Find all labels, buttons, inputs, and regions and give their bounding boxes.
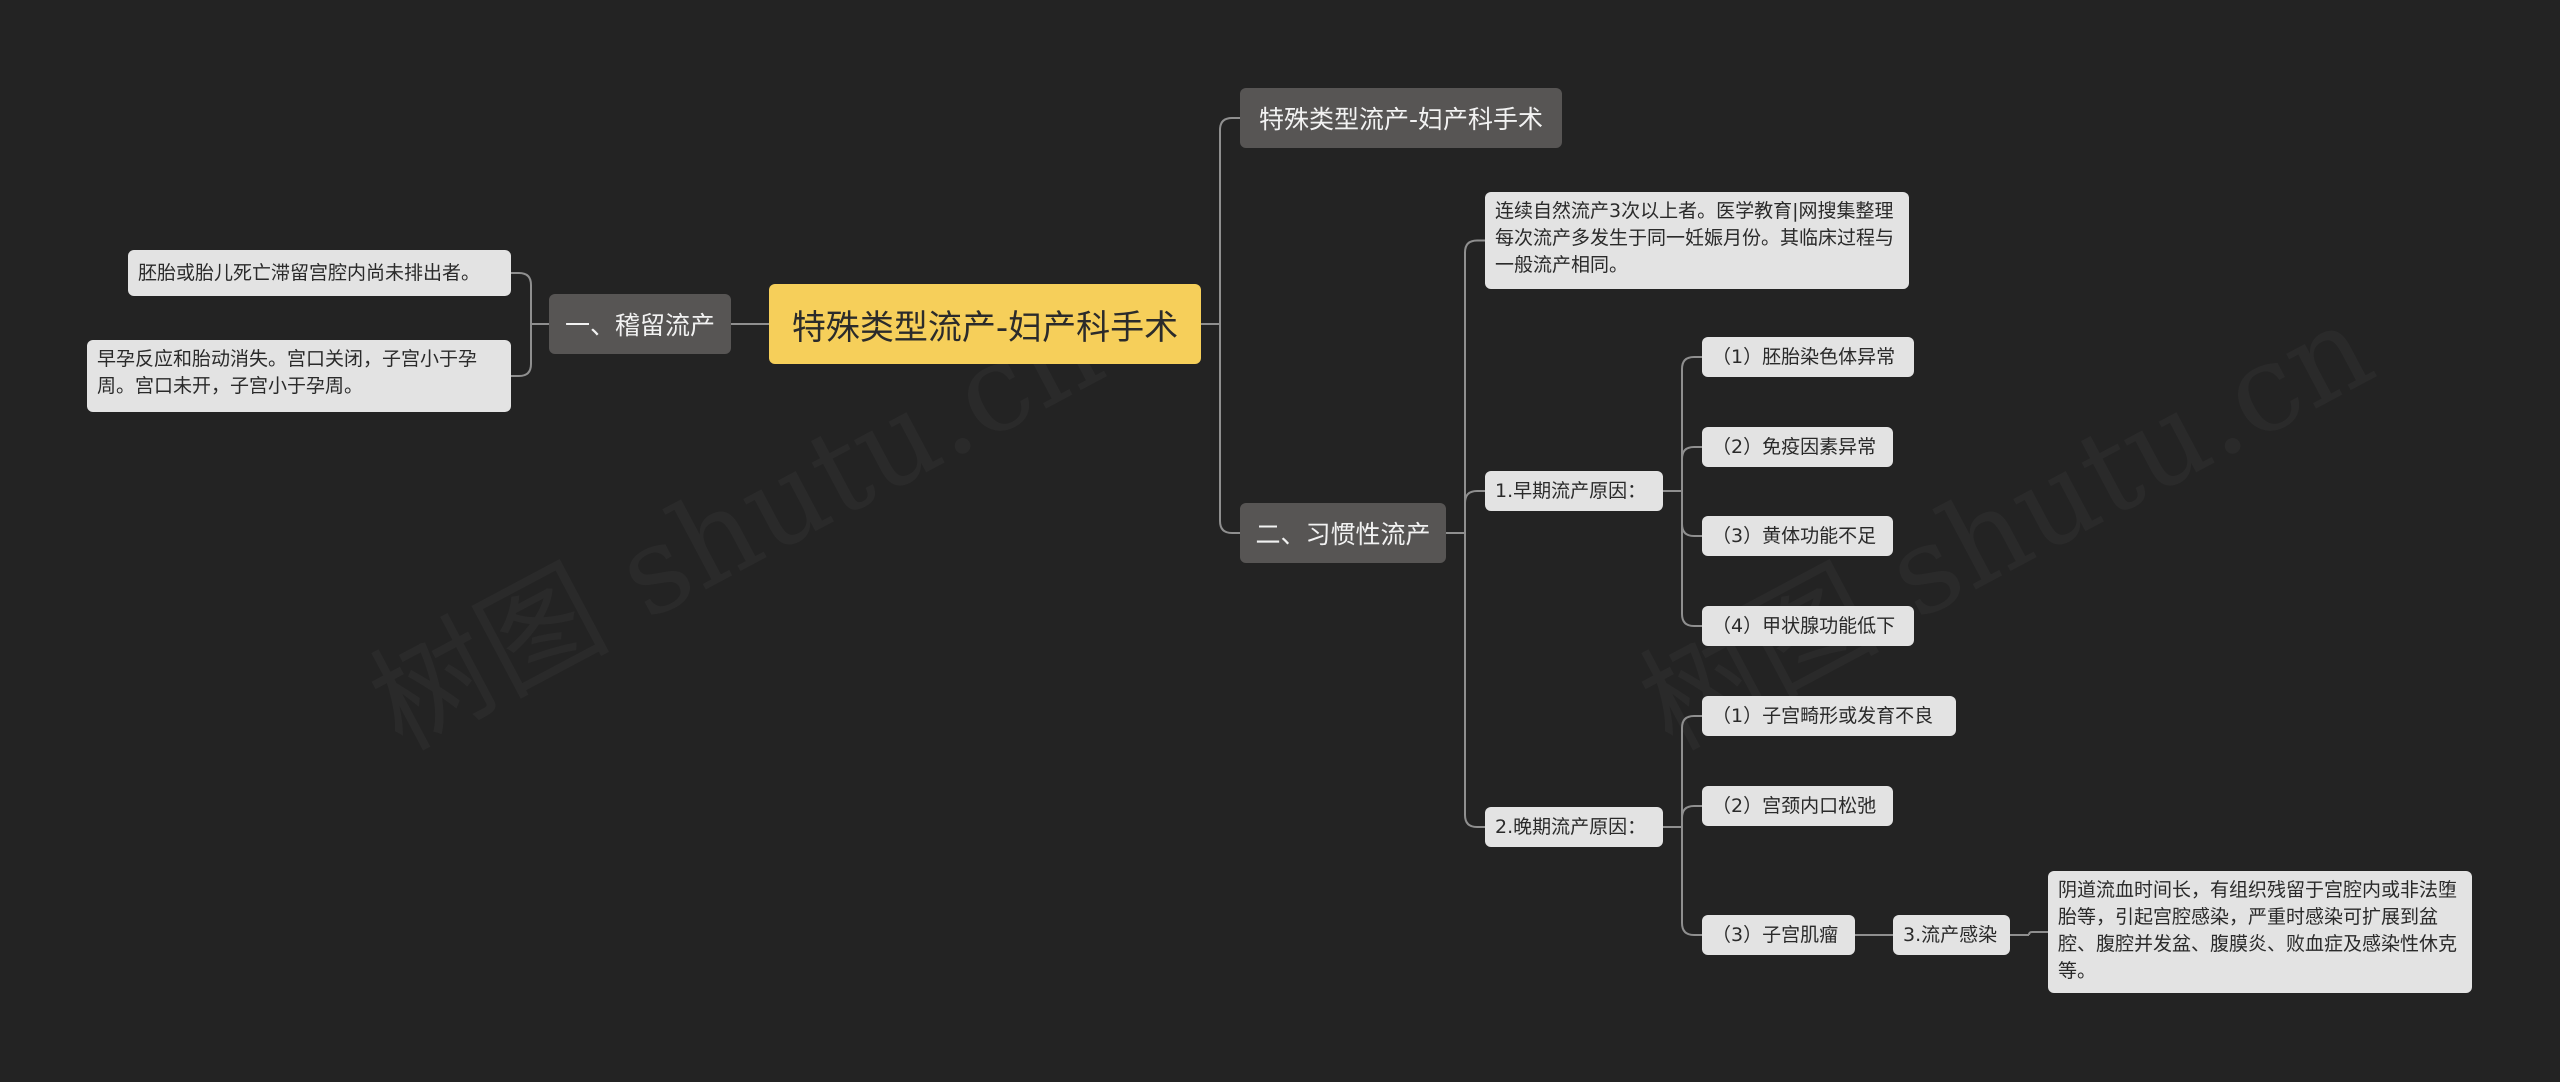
missed-abortion-signs[interactable]: 早孕反应和胎动消失。宫口关闭，子宫小于孕周。宫口未开，子宫小于孕周。 bbox=[87, 340, 511, 412]
cause-uterine-malformation[interactable]: （1）子宫畸形或发育不良 bbox=[1702, 696, 1956, 736]
root-right-link bbox=[1219, 324, 1240, 534]
early-link bbox=[1681, 491, 1702, 627]
root-right-link bbox=[1219, 117, 1240, 324]
left-items-link bbox=[511, 272, 532, 324]
missed-abortion-definition[interactable]: 胚胎或胎儿死亡滞留宫腔内尚未排出者。 bbox=[128, 250, 511, 296]
early-link bbox=[1681, 491, 1702, 537]
late-link bbox=[1681, 827, 1702, 936]
branch-special-abortion[interactable]: 特殊类型流产-妇产科手术 bbox=[1240, 88, 1562, 148]
habitual-link bbox=[1464, 239, 1485, 533]
early-link bbox=[1681, 446, 1702, 491]
habitual-link bbox=[1464, 533, 1485, 828]
early-abortion-causes[interactable]: 1.早期流产原因： bbox=[1485, 471, 1663, 511]
early-link bbox=[1681, 356, 1702, 491]
abortion-infection[interactable]: 3.流产感染 bbox=[1893, 915, 2010, 955]
late-abortion-causes[interactable]: 2.晚期流产原因： bbox=[1485, 807, 1663, 847]
root-topic[interactable]: 特殊类型流产-妇产科手术 bbox=[769, 284, 1201, 364]
late-link bbox=[1681, 805, 1702, 827]
cause-thyroid[interactable]: （4）甲状腺功能低下 bbox=[1702, 606, 1914, 646]
habitual-abortion-definition[interactable]: 连续自然流产3次以上者。医学教育|网搜集整理每次流产多发生于同一妊娠月份。其临床… bbox=[1485, 192, 1909, 289]
habitual-link bbox=[1464, 490, 1485, 533]
cause-uterine-fibroid[interactable]: （3）子宫肌瘤 bbox=[1702, 915, 1855, 955]
branch-missed-abortion[interactable]: 一、稽留流产 bbox=[549, 294, 731, 354]
late-link bbox=[1681, 715, 1702, 827]
cause-immune[interactable]: （2）免疫因素异常 bbox=[1702, 427, 1893, 467]
cause-cervical-incompetence[interactable]: （2）宫颈内口松弛 bbox=[1702, 786, 1893, 826]
abortion-infection-detail[interactable]: 阴道流血时间长，有组织残留于宫腔内或非法堕胎等，引起宫腔感染，严重时感染可扩展到… bbox=[2048, 871, 2472, 993]
left-items-link bbox=[511, 324, 532, 377]
cause-chromosome[interactable]: （1）胚胎染色体异常 bbox=[1702, 337, 1914, 377]
branch-habitual-abortion[interactable]: 二、习惯性流产 bbox=[1240, 503, 1446, 563]
infection-link bbox=[2028, 931, 2048, 936]
cause-luteal[interactable]: （3）黄体功能不足 bbox=[1702, 516, 1893, 556]
